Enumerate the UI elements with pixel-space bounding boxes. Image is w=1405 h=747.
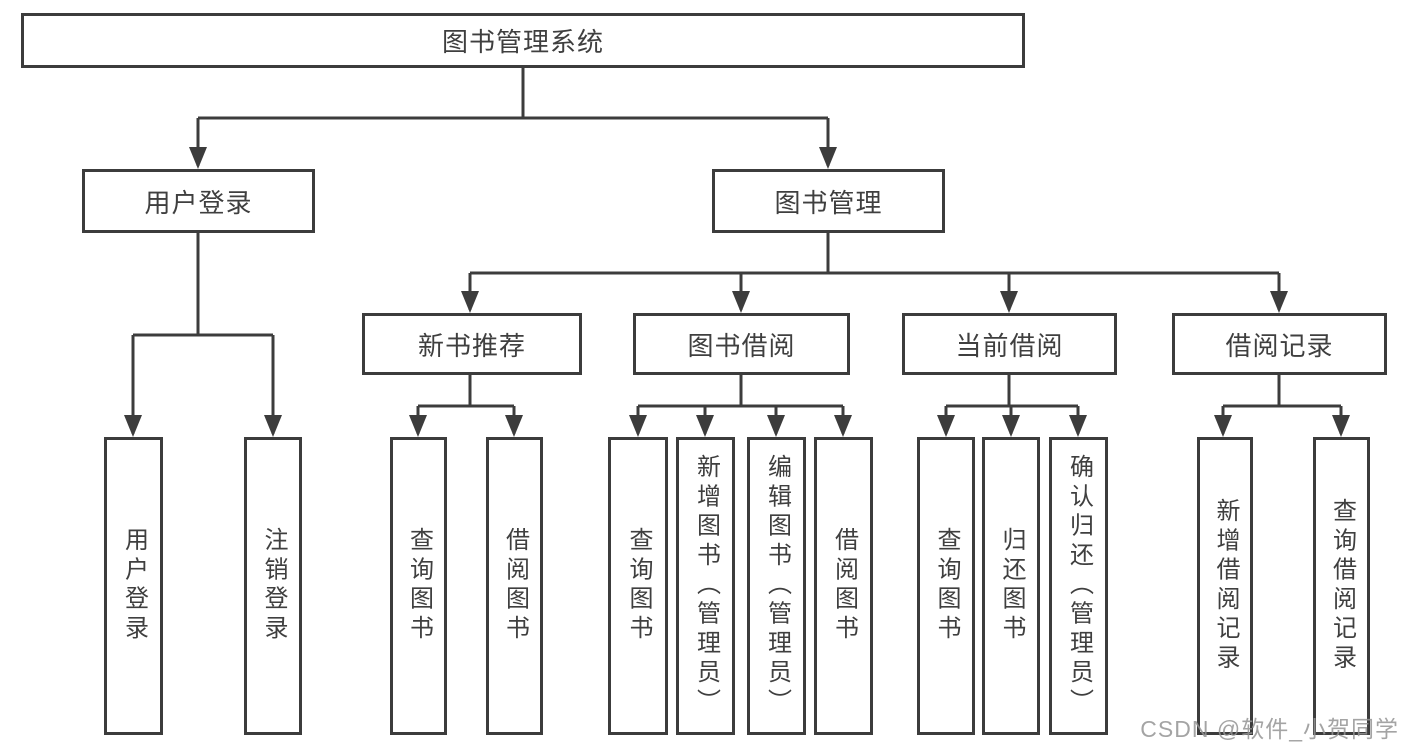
node-return-books: 归还图书 [982,437,1040,735]
node-user-login-leaf: 用户登录 [104,437,163,735]
arrow-down-icon [1270,291,1288,313]
node-edit-books-admin: 编辑图书（管理员） [747,437,806,735]
node-borrow-records: 借阅记录 [1172,313,1387,375]
arrow-down-icon [819,147,837,169]
node-label: 图书管理系统 [441,27,604,57]
node-label: 借阅图书 [501,527,529,645]
arrow-down-icon [1002,415,1020,437]
arrow-down-icon [189,147,207,169]
node-add-books-admin: 新增图书（管理员） [676,437,735,735]
node-label: 借阅图书 [830,527,858,645]
arrowheads [124,147,1350,437]
node-query-books-current: 查询图书 [917,437,975,735]
arrow-down-icon [696,415,714,437]
arrow-down-icon [732,291,750,313]
node-label: 当前借阅 [955,330,1064,361]
node-label: 归还图书 [998,527,1025,645]
arrow-down-icon [937,415,955,437]
node-library-management-system: 图书管理系统 [21,13,1025,68]
node-label: 新增借阅记录 [1212,498,1239,674]
node-label: 用户登录 [144,187,253,218]
node-query-borrow-record: 查询借阅记录 [1313,437,1370,735]
node-label: 编辑图书（管理员） [763,454,791,718]
node-query-books-borrowing: 查询图书 [608,437,668,735]
arrow-down-icon [409,415,427,437]
node-label: 查询图书 [405,527,433,645]
node-borrow-books-recommend: 借阅图书 [486,437,543,735]
node-label: 借阅记录 [1225,330,1334,361]
arrow-down-icon [505,415,523,437]
connector-book-borrowing [636,375,845,434]
node-user-login: 用户登录 [82,169,315,233]
node-label: 查询图书 [933,527,960,645]
node-label: 新书推荐 [417,330,526,361]
node-label: 确认归还（管理员） [1065,454,1093,718]
node-label: 图书管理 [774,187,883,218]
arrow-down-icon [834,415,852,437]
node-label: 图书借阅 [687,330,796,361]
connector-new-book-recommend [416,375,516,434]
node-label: 查询借阅记录 [1328,498,1356,674]
arrow-down-icon [124,415,142,437]
node-add-borrow-record: 新增借阅记录 [1197,437,1253,735]
arrow-down-icon [767,415,785,437]
node-book-borrowing: 图书借阅 [633,313,850,375]
connector-user-login [131,233,275,434]
node-label: 新增图书（管理员） [692,454,720,718]
node-current-borrowing: 当前借阅 [902,313,1117,375]
node-label: 查询图书 [625,527,652,645]
node-logout-leaf: 注销登录 [244,437,302,735]
arrow-down-icon [629,415,647,437]
csdn-watermark: CSDN @软件_小贺同学 [1140,716,1399,742]
arrow-down-icon [1000,291,1018,313]
node-book-management: 图书管理 [712,169,945,233]
node-label: 注销登录 [260,527,287,645]
connector-root [196,68,830,166]
arrow-down-icon [1332,415,1350,437]
arrow-down-icon [1214,415,1232,437]
arrow-down-icon [1069,415,1087,437]
arrow-down-icon [461,291,479,313]
connector-book-management [468,233,1281,310]
node-new-book-recommend: 新书推荐 [362,313,582,375]
node-confirm-return-admin: 确认归还（管理员） [1049,437,1108,735]
connector-borrow-records [1221,375,1343,434]
node-label: 用户登录 [120,527,148,645]
arrow-down-icon [264,415,282,437]
node-borrow-books-borrowing: 借阅图书 [814,437,873,735]
node-query-books-recommend: 查询图书 [390,437,447,735]
